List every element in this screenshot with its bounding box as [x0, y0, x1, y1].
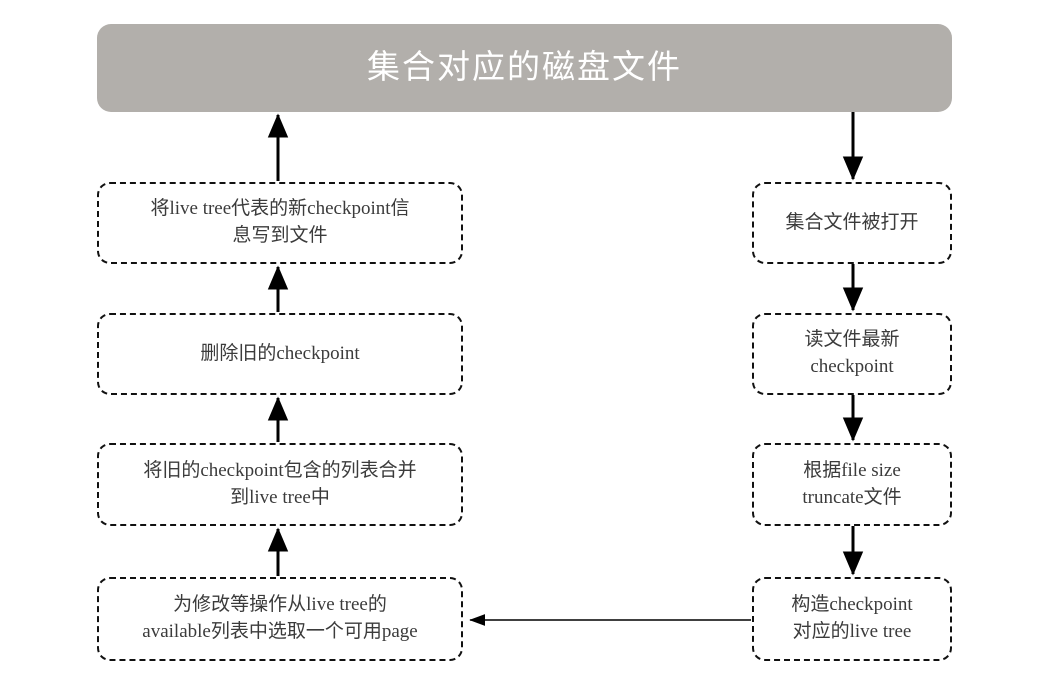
node-label: 集合文件被打开	[785, 211, 919, 233]
node-label: 将live tree代表的新checkpoint信 息写到文件	[150, 198, 410, 246]
node-pick-available-page[interactable]: 为修改等操作从live tree的 available列表中选取一个可用page	[97, 577, 463, 661]
node-label: 为修改等操作从live tree的 available列表中选取一个可用page	[142, 594, 418, 642]
node-truncate-file[interactable]: 根据file size truncate文件	[752, 443, 952, 526]
node-write-checkpoint[interactable]: 将live tree代表的新checkpoint信 息写到文件	[97, 182, 463, 264]
node-read-latest-checkpoint[interactable]: 读文件最新 checkpoint	[752, 313, 952, 395]
node-open-file[interactable]: 集合文件被打开	[752, 182, 952, 264]
node-label: 将旧的checkpoint包含的列表合并 到live tree中	[143, 459, 417, 508]
diagram-banner: 集合对应的磁盘文件	[97, 24, 952, 112]
node-label: 根据file size truncate文件	[802, 459, 902, 508]
node-delete-old-checkpoint[interactable]: 删除旧的checkpoint	[97, 313, 463, 395]
node-label: 删除旧的checkpoint	[200, 342, 360, 364]
node-merge-old-checkpoint[interactable]: 将旧的checkpoint包含的列表合并 到live tree中	[97, 443, 463, 526]
node-label: 构造checkpoint 对应的live tree	[791, 594, 913, 642]
node-label: 读文件最新 checkpoint	[804, 329, 900, 377]
node-build-live-tree[interactable]: 构造checkpoint 对应的live tree	[752, 577, 952, 661]
banner-title: 集合对应的磁盘文件	[367, 49, 682, 86]
